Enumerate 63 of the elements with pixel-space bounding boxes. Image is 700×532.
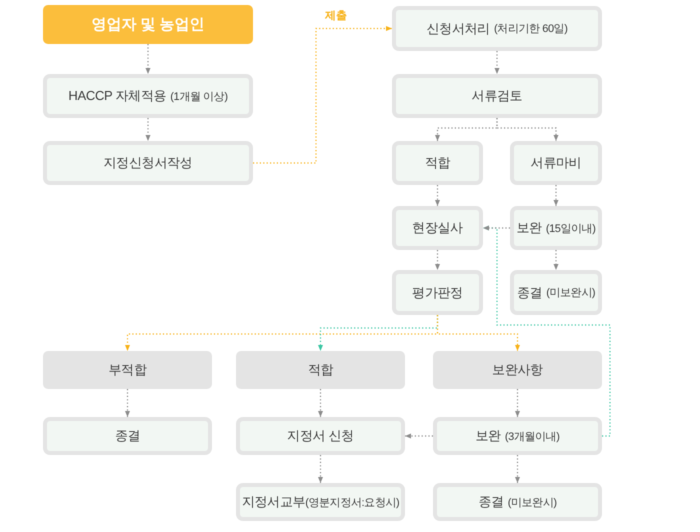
- step-note: (처리기한 60일): [494, 22, 568, 36]
- process-box: [43, 74, 253, 118]
- step-label: 적합: [424, 154, 450, 172]
- step-label: 지정서교부: [242, 493, 306, 511]
- arrow: [436, 315, 520, 351]
- process-box: [433, 417, 602, 455]
- step-note: (미보완시): [546, 286, 596, 300]
- step-label: 지정서 신청: [287, 427, 354, 445]
- arrow: [483, 226, 510, 230]
- process-box: [236, 483, 405, 521]
- arrow: [515, 455, 520, 483]
- step-note: (영분지정서:요청시): [305, 496, 400, 510]
- process-box: [392, 6, 602, 51]
- step-label: 보완: [475, 427, 501, 445]
- step-label: 평가판정: [412, 284, 463, 302]
- arrow: [318, 455, 323, 483]
- step-note: (3개월이내): [504, 430, 560, 444]
- start-box: [43, 5, 253, 44]
- arrow: [146, 44, 150, 74]
- result-box: [433, 351, 602, 389]
- process-box: [392, 270, 483, 315]
- arrow: [125, 389, 130, 417]
- arrow: [496, 118, 558, 141]
- process-box: [392, 141, 483, 185]
- arrow: [494, 51, 500, 74]
- process-box: [236, 417, 405, 455]
- arrow: [253, 26, 392, 164]
- step-label: 종결: [516, 284, 542, 302]
- step-label: 서류검토: [472, 87, 522, 105]
- step-label: 적합: [308, 361, 334, 379]
- process-box: [510, 141, 602, 185]
- arrow: [318, 389, 323, 417]
- step-label: 부적합: [108, 361, 147, 379]
- result-box: [236, 351, 405, 389]
- arrow: [554, 250, 558, 270]
- arrow: [146, 118, 150, 141]
- arrow: [435, 250, 440, 270]
- step-label: 현장실사: [412, 219, 463, 237]
- arrow: [435, 185, 440, 206]
- step-label: 종결: [478, 493, 504, 511]
- step-label: 지정신청서작성: [104, 154, 192, 172]
- process-box: [510, 270, 602, 315]
- arrow: [405, 434, 433, 438]
- process-box: [392, 74, 602, 118]
- process-box: [510, 206, 602, 250]
- step-label: 영업자 및 농업인: [91, 15, 205, 34]
- step-label: 서류마비: [530, 154, 582, 172]
- result-box: [43, 351, 212, 389]
- step-note: (15일이내): [546, 222, 596, 236]
- arrow: [515, 389, 520, 417]
- step-note: (미보완시): [508, 496, 557, 510]
- step-label: 종결: [114, 427, 140, 445]
- process-box: [43, 417, 212, 455]
- process-box: [433, 483, 602, 521]
- step-label: HACCP 자체적용: [68, 87, 166, 105]
- process-box: [43, 141, 253, 185]
- edge-label: 제출: [325, 9, 347, 23]
- arrow: [554, 185, 558, 206]
- step-label: 보완: [516, 219, 542, 237]
- process-box: [392, 206, 483, 250]
- step-note: (1개월 이상): [170, 90, 228, 104]
- step-label: 신청서처리: [426, 20, 490, 38]
- step-label: 보완사항: [492, 361, 543, 379]
